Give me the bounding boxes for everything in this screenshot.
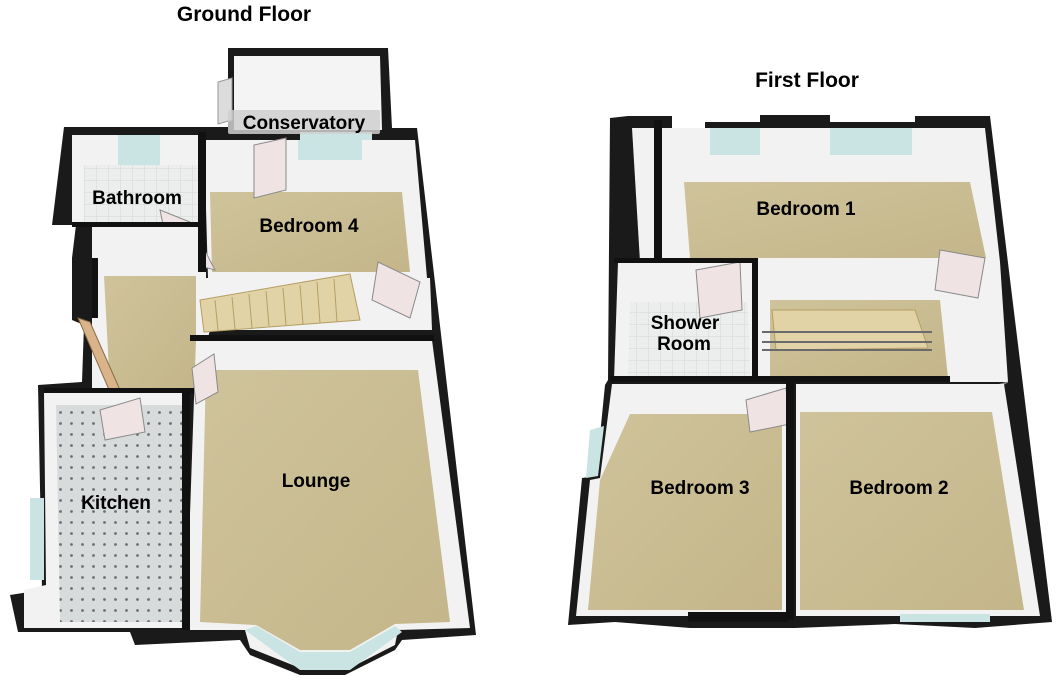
ground-floor bbox=[10, 48, 476, 675]
shower-room-label-line2: Room bbox=[657, 334, 711, 355]
lounge bbox=[186, 340, 470, 670]
bedroom-1-window-left bbox=[710, 128, 760, 155]
bedroom-4-door-top bbox=[253, 137, 287, 199]
kitchen-label: Kitchen bbox=[81, 493, 151, 514]
bedroom-1 bbox=[632, 128, 1000, 262]
lounge-door bbox=[191, 353, 219, 405]
shower-room-label-line1: Shower bbox=[651, 313, 720, 334]
bathroom-label: Bathroom bbox=[92, 188, 182, 209]
ground-floor-title: Ground Floor bbox=[177, 3, 311, 26]
shower-room bbox=[614, 261, 752, 380]
kitchen bbox=[24, 392, 186, 628]
ground-walls bbox=[44, 132, 434, 630]
kitchen-door bbox=[99, 397, 146, 441]
conservatory-label: Conservatory bbox=[243, 113, 366, 134]
bedroom-2 bbox=[796, 384, 1040, 622]
bathroom bbox=[72, 135, 198, 222]
hall bbox=[77, 225, 432, 393]
bedroom-4-label: Bedroom 4 bbox=[259, 216, 359, 237]
lounge-bay-window bbox=[245, 626, 402, 670]
first-floor bbox=[568, 115, 1052, 628]
bedroom-3-window bbox=[586, 426, 604, 478]
hall-door-bedroom4 bbox=[371, 261, 421, 319]
banister bbox=[762, 331, 932, 351]
bedroom-3-label: Bedroom 3 bbox=[650, 478, 749, 499]
bedroom-2-label: Bedroom 2 bbox=[849, 478, 948, 499]
first-floor-title: First Floor bbox=[755, 69, 859, 92]
bedroom-4-window bbox=[298, 140, 362, 160]
bedroom-1-window-right bbox=[830, 128, 912, 155]
first-walls bbox=[610, 120, 950, 622]
bedroom-2-window bbox=[900, 614, 990, 622]
lounge-label: Lounge bbox=[282, 471, 351, 492]
landing-door-bedroom1 bbox=[934, 249, 986, 299]
kitchen-window bbox=[30, 498, 44, 580]
first-floor-stairs bbox=[771, 309, 929, 351]
shower-room-door bbox=[695, 261, 743, 319]
stair-steps bbox=[214, 278, 338, 331]
conservatory-label-bg bbox=[228, 110, 380, 134]
bedroom-1-label: Bedroom 1 bbox=[756, 199, 856, 220]
bedroom-3 bbox=[576, 384, 791, 616]
bedroom-4 bbox=[159, 137, 427, 278]
